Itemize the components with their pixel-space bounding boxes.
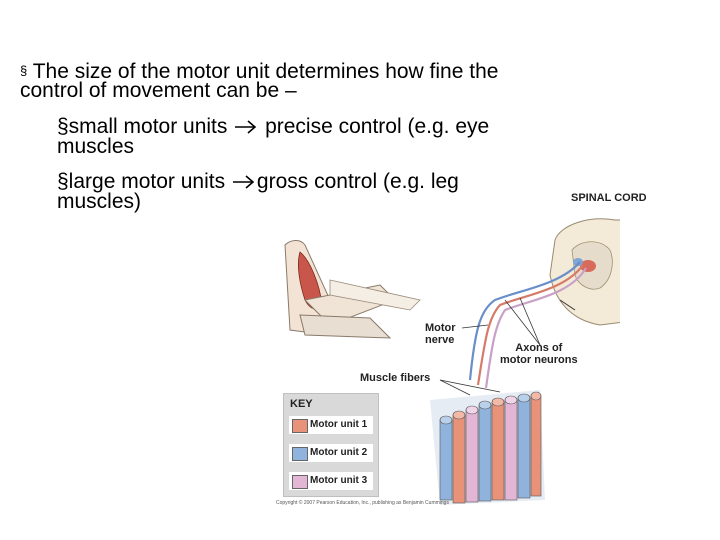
leader-lines: [439, 297, 541, 396]
nerve-axons: [468, 261, 587, 389]
sub1-text-b: precise control (e.g. eye: [259, 115, 490, 138]
main-line-1: The size of the motor unit determines ho…: [27, 60, 499, 83]
sub2-text-b: gross control (e.g. leg: [256, 170, 459, 193]
sub1-text-c: muscles: [57, 135, 135, 158]
muscle-fiber-bundle: [430, 390, 545, 505]
arrow-right-icon: [235, 120, 257, 134]
bullet-main: § The size of the motor unit determines …: [20, 60, 498, 82]
muscle-fibers-label: Muscle fibers: [360, 372, 431, 384]
motor-nerve-label: Motor nerve: [425, 322, 456, 346]
spinal-cord-illustration: [549, 218, 620, 326]
motor-unit-illustration: [284, 218, 620, 505]
copyright-text: Copyright © 2007 Pearson Education, Inc.…: [276, 500, 449, 506]
bullet-marker: §: [20, 63, 28, 78]
spinal-cord-label: SPINAL CORD: [571, 192, 647, 204]
sub-bullet-small: §small motor units precise control (e.g.…: [57, 116, 489, 137]
figure-key: KEY Motor unit 1 Motor unit 2 Motor unit…: [283, 393, 379, 497]
sub1-text-a: §small motor units: [57, 115, 234, 138]
key-swatch: [292, 475, 308, 489]
key-swatch: [292, 447, 308, 461]
key-row-motor-unit-1: Motor unit 1: [289, 416, 373, 434]
axons-label: Axons of motor neurons: [500, 342, 578, 366]
main-line-2: control of movement can be –: [20, 79, 297, 102]
key-row-motor-unit-2: Motor unit 2: [289, 444, 373, 462]
key-title: KEY: [290, 398, 313, 410]
key-swatch: [292, 419, 308, 433]
key-label: Motor unit 1: [310, 419, 368, 430]
key-label: Motor unit 2: [310, 447, 368, 458]
arrow-right-icon: [232, 175, 255, 189]
sub2-text-c: muscles): [57, 190, 142, 213]
arm-illustration: [284, 240, 421, 339]
sub2-text-a: §large motor units: [57, 170, 231, 193]
key-label: Motor unit 3: [310, 475, 368, 486]
key-row-motor-unit-3: Motor unit 3: [289, 472, 373, 490]
sub-bullet-large: §large motor units gross control (e.g. l…: [57, 171, 459, 192]
